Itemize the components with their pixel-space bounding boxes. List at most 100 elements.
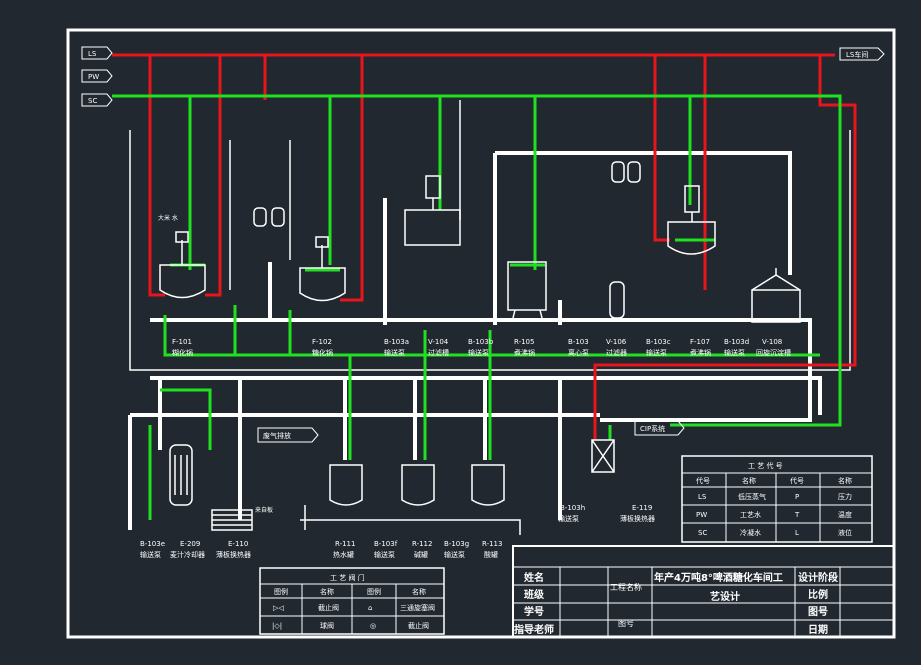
eq-name-e209: 麦汁冷却器 xyxy=(170,550,205,559)
eq-tag-r113: R-113 xyxy=(482,540,502,548)
title-block-text: 姓名 班级 学号 指导老师 工程名称 图号 年产4万吨8°啤酒糖化车间工 艺设计… xyxy=(514,571,838,636)
tb-project-label: 工程名称 xyxy=(610,582,642,592)
tb-project-name-1: 年产4万吨8°啤酒糖化车间工 xyxy=(654,571,783,584)
legend-codes-r1c1: LS xyxy=(698,493,707,501)
eq-name-e110: 薄板换热器 xyxy=(216,550,251,559)
legend-valves-r1c2: 截止阀 xyxy=(318,603,339,612)
eq-tag-e209: E-209 xyxy=(180,540,200,548)
equipment-labels-bottom: B-103e 输送泵 E-209 麦汁冷却器 E-110 薄板换热器 R-111… xyxy=(140,504,655,559)
supply-tag-sc-label: SC xyxy=(88,97,97,105)
vessel-v104 xyxy=(404,175,461,246)
legend-codes-r3c1: SC xyxy=(698,529,707,537)
legend-codes-r2c2: 工艺水 xyxy=(740,510,761,519)
eq-name-b103f: 输送泵 xyxy=(374,550,395,559)
water-lines xyxy=(112,94,842,520)
legend-valves-title: 工 艺 阀 门 xyxy=(330,573,365,582)
eq-name-b103b: 输送泵 xyxy=(468,348,489,357)
tb-advisor-label: 指导老师 xyxy=(514,623,554,636)
eq-tag-v106: V-106 xyxy=(606,338,627,346)
drawing-border xyxy=(66,28,896,639)
vessel-e119 xyxy=(591,439,615,473)
exhaust-tag-label: 废气排放 xyxy=(263,431,291,440)
eq-name-e119: 薄板换热器 xyxy=(620,514,655,523)
vessel-v108 xyxy=(751,268,801,323)
eq-tag-f101: F-101 xyxy=(172,338,192,346)
eq-name-b103d: 输送泵 xyxy=(724,348,745,357)
legend-codes-r1c3: P xyxy=(795,493,799,501)
eq-tag-e110: E-110 xyxy=(228,540,248,548)
vessel-f101 xyxy=(159,231,206,299)
legend-codes-r2c1: PW xyxy=(696,511,707,519)
vessel-e110 xyxy=(211,509,253,531)
legend-codes-r1c4: 压力 xyxy=(838,492,852,501)
eq-tag-b103g: B-103g xyxy=(444,540,469,548)
vessel-v106 xyxy=(609,281,625,319)
legend-valves-r2c4: 截止阀 xyxy=(408,621,429,630)
legend-valves-r1c3: ⌂ xyxy=(368,604,372,612)
vessel-r111 xyxy=(329,464,363,506)
eq-name-v106: 过滤器 xyxy=(606,348,627,357)
eq-tag-r111: R-111 xyxy=(335,540,355,548)
eq-name-f101: 糊化锅 xyxy=(172,348,193,357)
legend-valves-h2: 名称 xyxy=(320,587,334,596)
eq-name-b103c: 输送泵 xyxy=(646,348,667,357)
eq-name-r112: 碱罐 xyxy=(414,550,428,559)
legend-codes-h3: 代号 xyxy=(790,476,804,485)
equipment-labels-top: F-101 糊化锅 F-102 糖化锅 B-103a 输送泵 V-104 过滤槽… xyxy=(172,338,791,357)
legend-codes-r3c2: 冷凝水 xyxy=(740,528,761,537)
vessel-r113 xyxy=(471,464,505,506)
supply-tag-pw: PW xyxy=(81,69,113,83)
legend-codes: 工 艺 代 号 代号 名称 代号 名称 LS 低压蒸气 P 压力 PW 工艺水 … xyxy=(681,455,873,543)
legend-valves-r2c1: |◇| xyxy=(272,622,282,630)
legend-valves-h3: 图例 xyxy=(367,587,381,596)
title-block xyxy=(512,545,895,638)
tb-date-label: 日期 xyxy=(808,623,828,636)
eq-tag-b103c: B-103c xyxy=(646,338,671,346)
eq-tag-r105: R-105 xyxy=(514,338,534,346)
eq-tag-b103h: B-103h xyxy=(560,504,585,512)
legend-codes-h2: 名称 xyxy=(742,476,756,485)
supply-tag-ls-label: LS xyxy=(88,50,97,58)
legend-codes-r2c3: T xyxy=(794,511,800,519)
inlet-label: 来自板 xyxy=(255,506,273,514)
small-tanks xyxy=(253,161,641,227)
legend-codes-r1c2: 低压蒸气 xyxy=(738,492,766,501)
legend-valves-h4: 名称 xyxy=(412,587,426,596)
legend-valves: 工 艺 阀 门 图例 名称 图例 名称 ▷◁ 截止阀 ⌂ 三通旋塞阀 |◇| 球… xyxy=(259,567,445,635)
legend-valves-r2c2: 球阀 xyxy=(320,621,334,630)
eq-name-v104: 过滤槽 xyxy=(428,348,449,357)
vessel-f102 xyxy=(299,236,346,302)
legend-valves-r1c4: 三通旋塞阀 xyxy=(400,603,435,612)
eq-name-r105: 煮沸锅 xyxy=(514,348,535,357)
eq-name-r111: 热水罐 xyxy=(333,550,354,559)
vessel-e209 xyxy=(169,444,193,506)
eq-name-b103h: 输送泵 xyxy=(558,514,579,523)
eq-tag-b103e: B-103e xyxy=(140,540,165,548)
tb-scale-label: 比例 xyxy=(808,588,828,601)
feed-label: 大米 水 xyxy=(158,214,178,222)
legend-codes-r3c4: 液位 xyxy=(838,528,852,537)
eq-name-b103g: 输送泵 xyxy=(444,550,465,559)
return-tag: LS车间 xyxy=(839,47,885,61)
eq-tag-v104: V-104 xyxy=(428,338,449,346)
legend-valves-r1c1: ▷◁ xyxy=(273,604,284,612)
vessel-r105 xyxy=(507,261,547,323)
vessel-f107 xyxy=(667,185,716,255)
supply-tag-pw-label: PW xyxy=(88,73,99,81)
eq-name-b103a: 输送泵 xyxy=(384,348,405,357)
tb-stage-label: 设计阶段 xyxy=(798,571,838,584)
legend-codes-h4: 名称 xyxy=(838,476,852,485)
eq-tag-b103: B-103 xyxy=(568,338,589,346)
eq-name-f107: 煮沸锅 xyxy=(690,348,711,357)
cip-tag: CIP系统 xyxy=(634,420,685,436)
cip-tag-label: CIP系统 xyxy=(640,424,665,433)
legend-codes-h1: 代号 xyxy=(696,476,710,485)
eq-tag-v108: V-108 xyxy=(762,338,782,346)
tb-drawing-label: 图号 xyxy=(618,619,634,628)
legend-codes-r2c4: 温度 xyxy=(838,510,852,519)
legend-codes-title: 工 艺 代 号 xyxy=(748,461,783,470)
tb-class-label: 班级 xyxy=(524,588,545,601)
exhaust-tag: 废气排放 xyxy=(257,427,319,443)
